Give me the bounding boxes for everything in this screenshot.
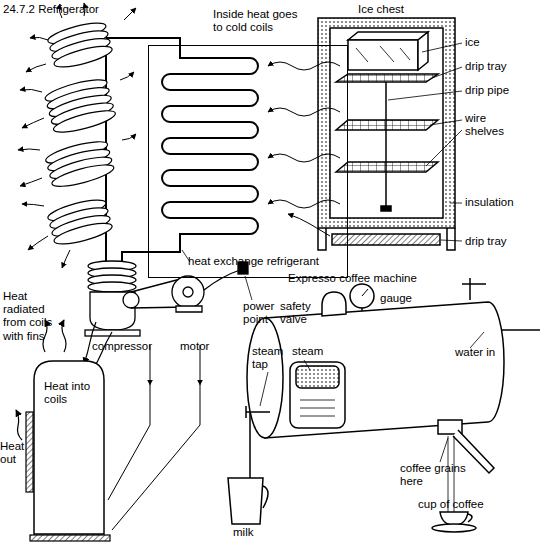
part-label: drip tray <box>465 235 545 248</box>
part-label: cup of coffee <box>418 498 518 511</box>
part-label: ice <box>465 36 525 49</box>
refrigerator-parts <box>16 320 112 541</box>
heat-flow-lines <box>108 345 200 530</box>
heat-in-arrows <box>268 62 340 236</box>
node-text: Inside heat goes to cold coils <box>213 8 305 34</box>
refrigerant-pipes <box>106 38 258 262</box>
part-label: milk <box>233 526 273 539</box>
ice-chest <box>318 18 462 250</box>
part-label: Heat radiated from coils with fins <box>3 290 61 343</box>
part-label: water in <box>455 346 515 359</box>
part-label: steam tap <box>252 345 287 371</box>
refrigerator-body: Heat into coils <box>33 360 105 535</box>
part-label: Expresso coffee machine <box>288 272 488 285</box>
part-label: Ice chest <box>358 3 438 16</box>
heat-rays <box>18 3 136 268</box>
cold-coil-box: Inside heat goes to cold coils <box>148 45 348 278</box>
part-label: safety valve <box>280 300 320 326</box>
part-label: motor <box>180 340 230 353</box>
espresso-machine <box>228 278 540 532</box>
part-label: coffee grains here <box>400 462 475 488</box>
part-label: Heat out <box>0 440 25 466</box>
part-label: compressor <box>92 340 172 353</box>
part-label: insulation <box>465 196 545 209</box>
part-label: wire shelves <box>465 112 515 138</box>
compressor <box>85 261 140 336</box>
motor <box>131 262 252 312</box>
part-label: drip pipe <box>465 84 545 97</box>
part-label: heat exchange refrigerant <box>188 255 346 268</box>
part-label: steam <box>292 345 332 358</box>
part-label: power point <box>243 300 285 326</box>
fin-coils <box>43 19 117 248</box>
diagram-title: 24.7.2 Refrigerator <box>3 3 163 16</box>
node-text: Heat into coils <box>44 380 94 406</box>
part-label: drip tray <box>465 60 545 73</box>
part-label: gauge <box>380 292 430 305</box>
